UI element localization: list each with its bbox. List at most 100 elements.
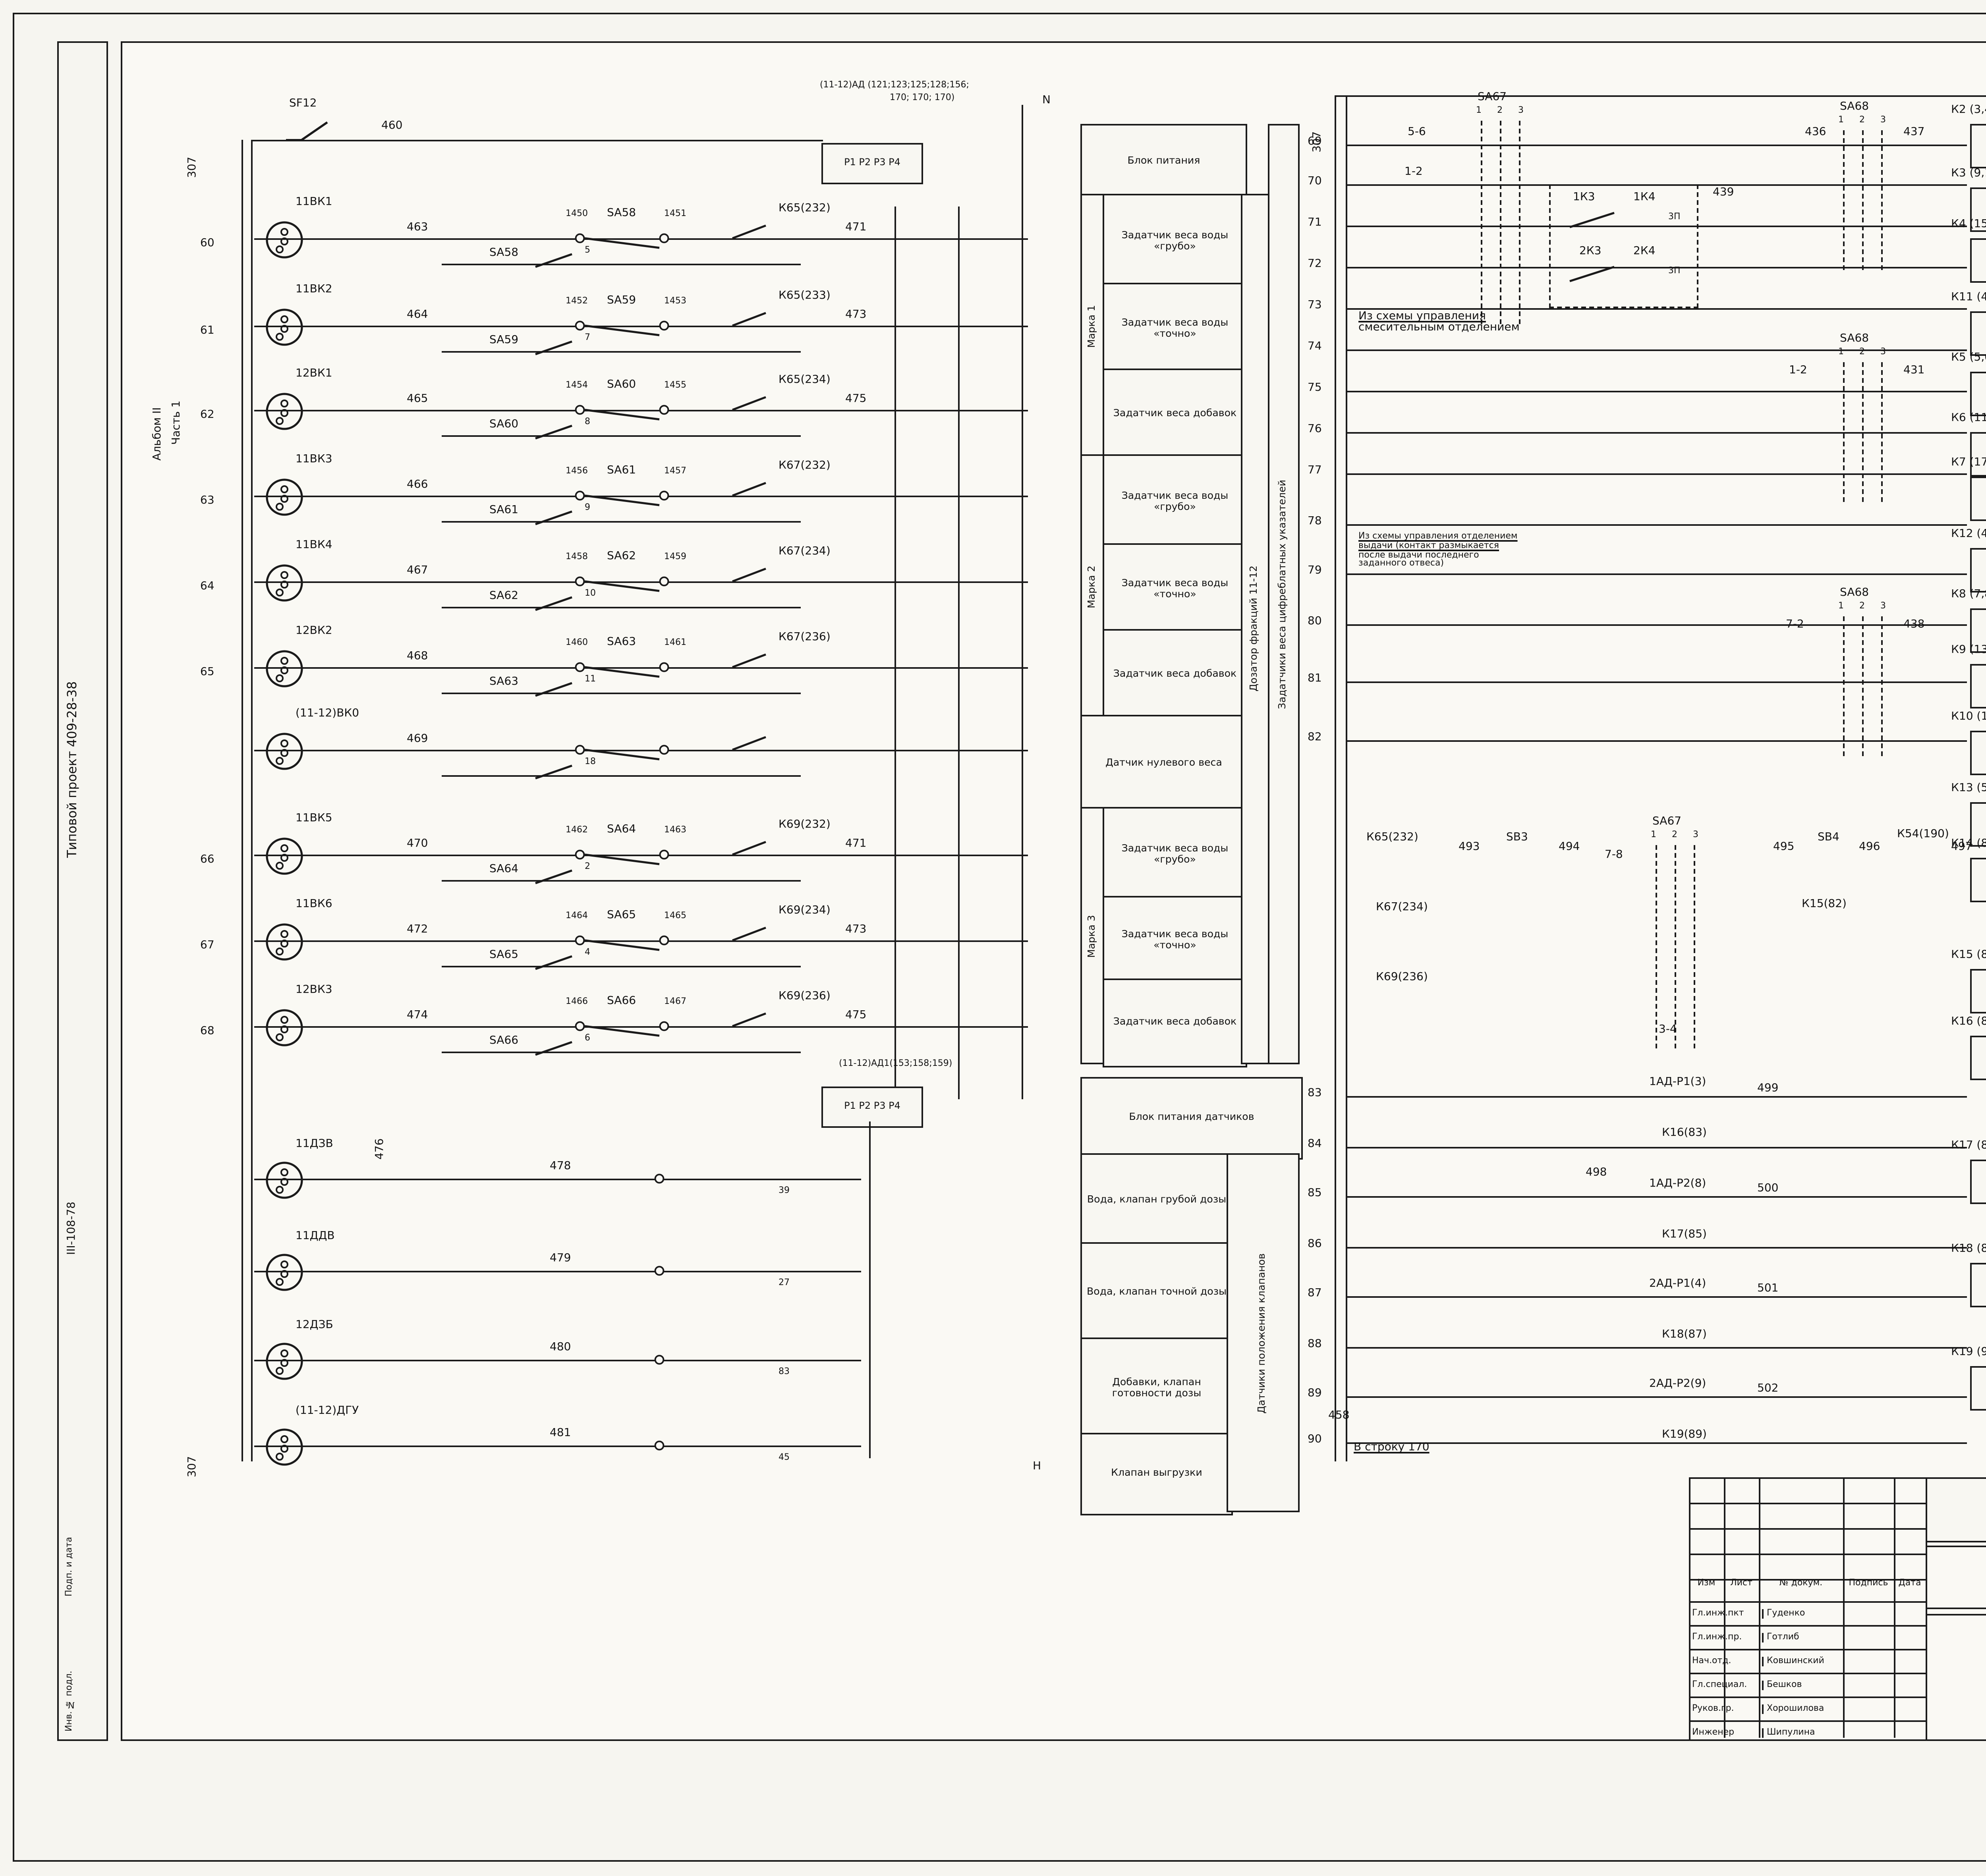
tap-terminal: 45 bbox=[779, 1453, 790, 1463]
selector-pole-1 bbox=[1843, 616, 1845, 756]
tb-header-list: Лист bbox=[1730, 1579, 1752, 1588]
tb-header-row: Изм Лист № докум. Подпись Дата bbox=[1689, 1579, 1926, 1601]
relay-coil-icon bbox=[1970, 1263, 1986, 1307]
annotation-1-line1: Из схемы управления bbox=[1358, 310, 1486, 322]
schematic-label-text: 439 bbox=[1713, 186, 1734, 199]
sidebar-frame bbox=[57, 41, 108, 1741]
contact-terminal-1: 1456 bbox=[566, 467, 588, 477]
adapter-terminals-box: Р1 Р2 Р3 Р4 bbox=[821, 143, 923, 184]
left-row-number: 62 bbox=[200, 409, 214, 421]
contact-terminal-1: 1454 bbox=[566, 381, 588, 391]
relay-rung: 11ВК6 472 1464 SA65 1465 К69(234) 473 bbox=[254, 898, 1049, 982]
relay-coil-label: К14 (85;127;133;139) bbox=[1951, 837, 1986, 850]
weight-sensor-label: 11ВК5 bbox=[296, 812, 332, 824]
relay-coil-icon bbox=[1970, 187, 1986, 232]
relay-coil-icon bbox=[1970, 802, 1986, 847]
switch-below-icon bbox=[535, 596, 572, 611]
bottom-return-line bbox=[869, 1121, 871, 1458]
selector-terminals: 1 2 3 bbox=[1838, 348, 1892, 357]
selector-group-label: SA68 bbox=[1840, 100, 1869, 113]
legend-frac-text: Дозатор фракций 11-12 bbox=[1249, 566, 1260, 692]
schematic-label-text: К17(85) bbox=[1662, 1228, 1707, 1241]
sidebar-project-label: Типовой проект 409-28-38 bbox=[65, 681, 79, 858]
left-row-number: 64 bbox=[200, 580, 214, 593]
ladder-row-number: 89 bbox=[1308, 1387, 1322, 1399]
legend-m2-row1: Задатчик веса воды «грубо» bbox=[1103, 454, 1247, 550]
adapter-n-label: N bbox=[1042, 94, 1051, 106]
ladder-row-number: 75 bbox=[1308, 381, 1322, 394]
tb-person-role: Гл.специал. bbox=[1692, 1681, 1747, 1690]
legend-valve3-text: Добавки, клапан готовности дозы bbox=[1112, 1377, 1202, 1399]
weight-sensor-label: 11ВК4 bbox=[296, 538, 332, 551]
relay-coil-label: К5 (5,6,23,24,41) bbox=[1951, 351, 1986, 364]
tb-people: Гл.инж.пкт Гуденко Гл.инж.пр. Готлиб Нач… bbox=[1689, 1601, 1926, 1744]
contact-terminal-2: 1457 bbox=[664, 467, 686, 477]
contact-terminal-1: 1460 bbox=[566, 639, 588, 648]
selector-switch-label: SA66 bbox=[607, 994, 636, 1007]
ladder-row: 80 bbox=[1308, 615, 1981, 664]
tb-desc-line1: Бетоносмесительный цех автоматизированны… bbox=[1927, 1547, 1986, 1557]
relay-tap-wire: 475 bbox=[845, 392, 867, 405]
valve-sensor-rung: 11ДЗВ 478 39 bbox=[254, 1138, 922, 1217]
legend-frac-strip: Дозатор фракций 11-12 bbox=[1241, 194, 1271, 1064]
relay-rung: 12ВК1 465 1454 SA60 1455 К65(234) 475 bbox=[254, 367, 1049, 451]
ladder-row-wire bbox=[1346, 226, 1967, 227]
ladder-row: 83 bbox=[1308, 1087, 1981, 1136]
left-bus-line-1 bbox=[241, 140, 243, 1461]
switch-below-icon bbox=[535, 253, 572, 268]
ladder-row-wire bbox=[1346, 308, 1967, 310]
tb-header-doc: № докум. bbox=[1779, 1579, 1823, 1588]
switch-below-icon bbox=[535, 764, 572, 780]
selector-pole-1 bbox=[1843, 130, 1845, 270]
ladder-row-number: 79 bbox=[1308, 564, 1322, 577]
relay-coil-label: К16 (85;121;131) bbox=[1951, 1015, 1986, 1028]
schematic-label: К65(232) bbox=[1366, 831, 1418, 844]
adapter-block-label-line2: 170; 170; 170) bbox=[890, 94, 955, 103]
switch-below-label: SA65 bbox=[489, 948, 519, 961]
tb-person-role: Гл.инж.пкт bbox=[1692, 1609, 1744, 1619]
sidebar-podp-label: Подп. и дата bbox=[65, 1537, 75, 1596]
selector-switch-label: SA58 bbox=[607, 207, 636, 219]
selector-pole-2 bbox=[1862, 362, 1864, 502]
switch-below-label: SA60 bbox=[489, 418, 519, 430]
valve-sensor-label: 11ДЗВ bbox=[296, 1137, 333, 1150]
sidebar-part-label: Часть 1 bbox=[170, 400, 183, 445]
tb-person-role: Инженер bbox=[1692, 1728, 1735, 1738]
right-top-feeder bbox=[1335, 95, 1986, 97]
ladder-row-wire bbox=[1346, 1096, 1967, 1098]
annotation-1-line2: смесительным отделением bbox=[1358, 321, 1520, 334]
tb-person-name: Хорошилова bbox=[1762, 1704, 1862, 1714]
schematic-label: 431 bbox=[1903, 364, 1925, 377]
relay-contact-icon bbox=[732, 482, 766, 497]
legend-m2-row2-text: Задатчик веса воды «точно» bbox=[1121, 578, 1229, 600]
relay-rung: 11ВК3 466 1456 SA61 1457 К67(232) bbox=[254, 453, 1049, 537]
rung-wire bbox=[254, 667, 1028, 669]
selector-group-label: SA67 bbox=[1478, 91, 1507, 103]
tap-terminal: 4 bbox=[585, 948, 590, 958]
row-number-text: 61 bbox=[200, 324, 214, 337]
breaker-label: SF12 bbox=[289, 97, 317, 110]
ladder-row-number: 81 bbox=[1308, 672, 1322, 685]
ladder-row: 79 bbox=[1308, 564, 1981, 613]
left-row-number: 63 bbox=[200, 494, 214, 507]
relay-coil-label: К19 (90;131;171) bbox=[1951, 1345, 1986, 1358]
feeder-wire-number: 460 bbox=[381, 119, 403, 132]
legend-zad-strip: Задатчики веса цифреблатных указателей bbox=[1268, 124, 1300, 1064]
weight-sensor-icon bbox=[266, 650, 303, 687]
legend-m1-row2-text: Задатчик веса воды «точно» bbox=[1121, 317, 1229, 340]
ladder-row-wire bbox=[1346, 391, 1967, 392]
selector-pole-3 bbox=[1519, 121, 1520, 324]
schematic-label-text: 494 bbox=[1559, 840, 1580, 853]
relay-ref-label: К67(234) bbox=[779, 545, 831, 558]
legend-marka3-text: Марка 3 bbox=[1086, 914, 1097, 957]
tb-header-izm: Изм bbox=[1697, 1579, 1716, 1588]
schematic-label: К15(82) bbox=[1802, 898, 1847, 911]
selector-switch-label: SA61 bbox=[607, 464, 636, 477]
legend-m1-row1-text: Задатчик веса воды «грубо» bbox=[1121, 230, 1229, 253]
legend-marka1-text: Марка 1 bbox=[1086, 304, 1097, 347]
valve-sensor-icon bbox=[266, 1254, 303, 1291]
schematic-label: К69(236) bbox=[1376, 971, 1428, 984]
ladder-row-number: 76 bbox=[1308, 423, 1322, 435]
ladder-row-wire bbox=[1346, 349, 1967, 351]
rung-wire-number: 479 bbox=[550, 1252, 571, 1264]
